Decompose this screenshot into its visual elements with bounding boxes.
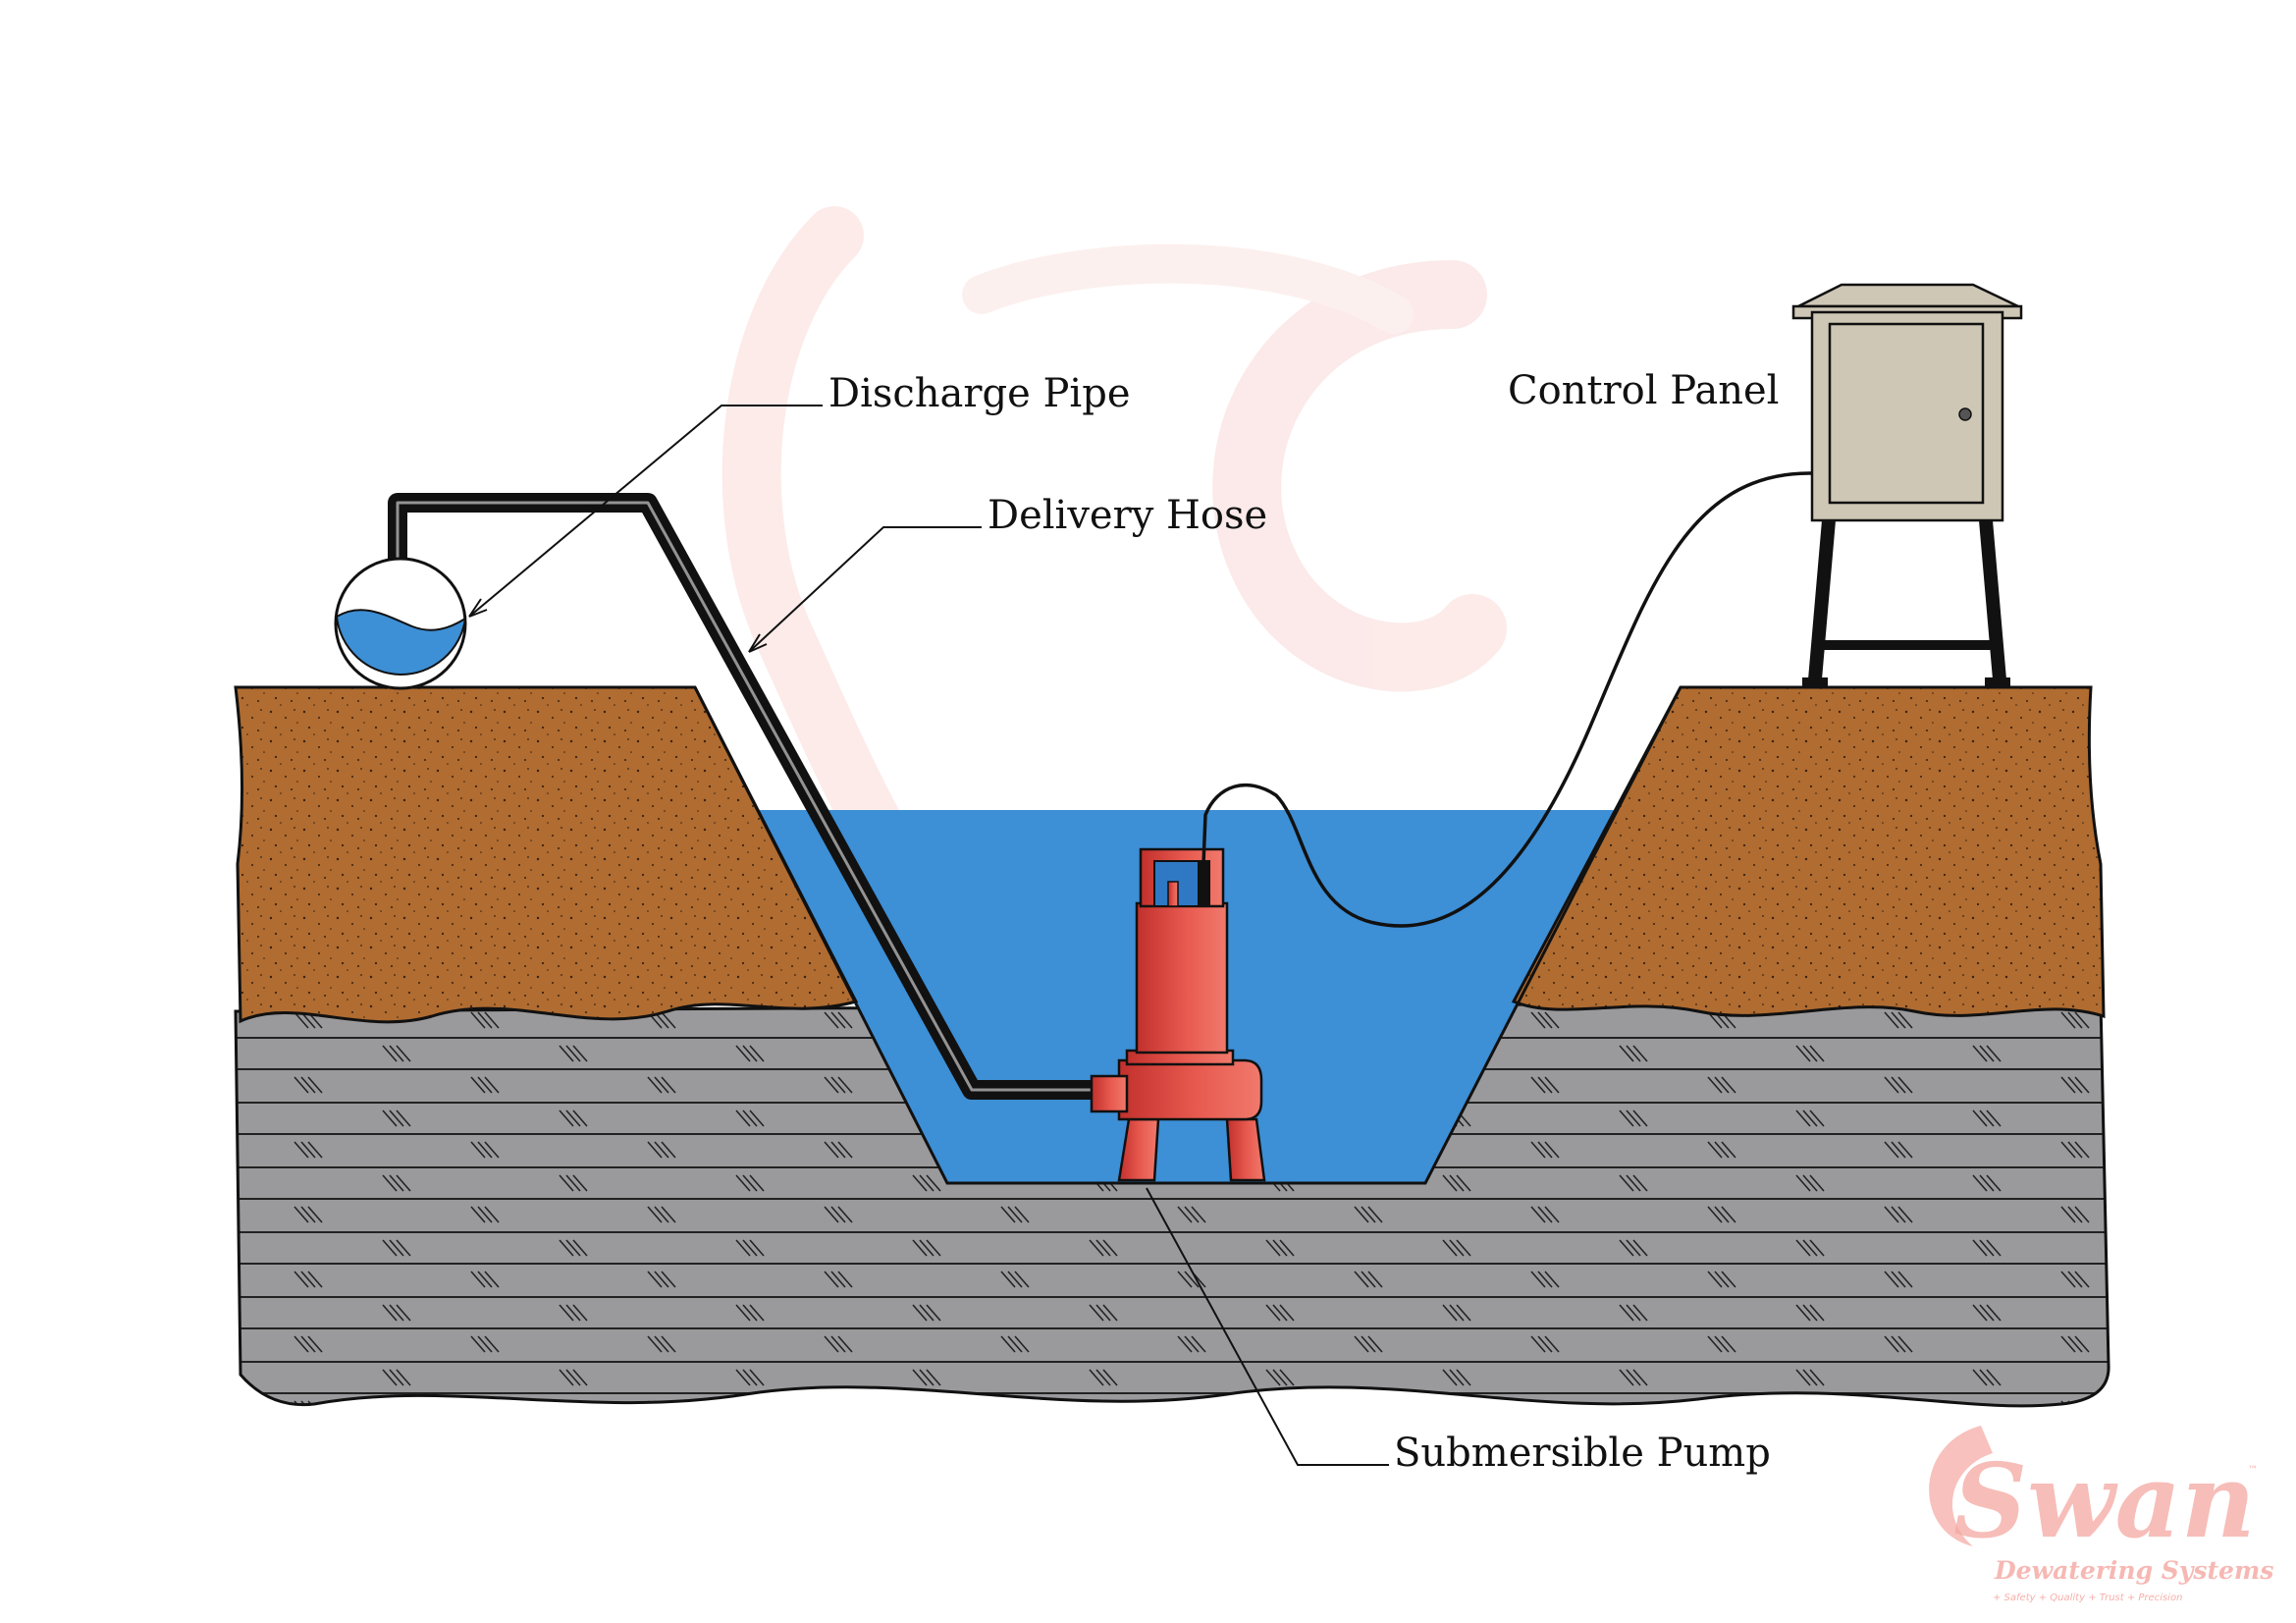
brand-tagline: + Safety + Quality + Trust + Precision (1993, 1593, 2182, 1603)
control-panel-label: Control Panel (1508, 368, 1779, 413)
delivery-hose-leader (748, 526, 982, 653)
brand-name: Swan (1953, 1440, 2256, 1561)
discharge-pipe-leader (468, 405, 823, 618)
discharge-tank (334, 557, 467, 690)
delivery-hose-label: Delivery Hose (988, 493, 1267, 538)
soil-left (234, 685, 859, 1024)
submersible-pump-leader (1146, 1187, 1389, 1466)
swan-icon (1929, 1426, 1993, 1546)
brand-subtitle: Dewatering Systems (1994, 1556, 2273, 1585)
pit-outline (693, 686, 1682, 1185)
discharge-pipe-label: Discharge Pipe (828, 371, 1131, 416)
brand-trademark: ™ (2248, 1465, 2258, 1476)
soil-right (1511, 685, 2106, 1019)
control-panel (1791, 283, 2023, 687)
leader-lines (468, 405, 1389, 1466)
rock-layer (234, 1000, 2110, 1408)
brand-watermark: Swan ™ Dewatering Systems + Safety + Qua… (1929, 1426, 2273, 1603)
submersible-pump (1090, 847, 1266, 1182)
submersible-pump-label: Submersible Pump (1394, 1431, 1771, 1476)
power-cable (1201, 471, 1813, 928)
